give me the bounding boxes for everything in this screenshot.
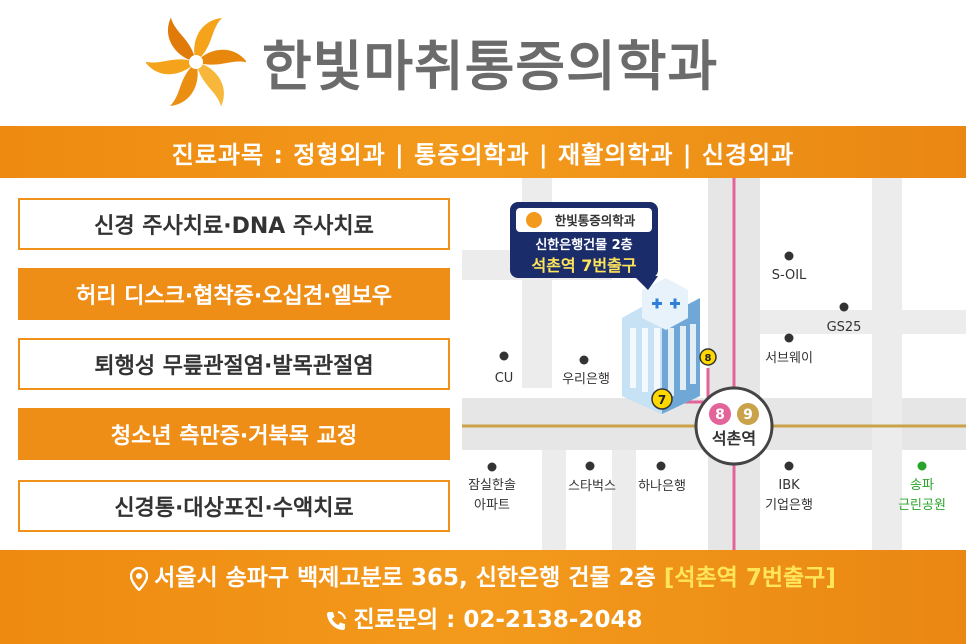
phone-icon xyxy=(326,610,346,630)
line-8-badge xyxy=(709,403,731,425)
poi-label: 하나은행 xyxy=(638,478,686,494)
header: 한빛마취통증의학과 xyxy=(0,0,966,126)
poi-label: CU xyxy=(495,371,514,386)
address-highlight: [석촌역 7번출구] xyxy=(663,565,836,591)
exit-7-badge xyxy=(651,388,673,410)
pinwheel-logo-icon xyxy=(146,17,246,107)
poi-label-park: 근린공원 xyxy=(898,498,946,513)
treatment-item: 허리 디스크·협착증·오십견·엘보우 xyxy=(18,268,450,320)
treatment-item: 청소년 측만증·거북목 교정 xyxy=(18,408,450,460)
treatment-item: 퇴행성 무릎관절염·발목관절염 xyxy=(18,338,450,390)
poi-label: S-OIL xyxy=(772,268,807,283)
side-road xyxy=(542,450,566,550)
pinwheel-logo-icon xyxy=(526,212,542,228)
poi-label: 스타벅스 xyxy=(568,479,616,494)
poi-label: 기업은행 xyxy=(765,497,813,513)
line-9-badge xyxy=(737,403,759,425)
station-name: 석촌역 xyxy=(712,429,756,448)
building-text: 신한은행건물 2층 xyxy=(535,237,632,253)
treatment-item: 신경 주사치료·DNA 주사치료 xyxy=(18,198,450,250)
poi-label: 잠실한솔 xyxy=(468,478,516,493)
brand-name: 한빛마취통증의학과 xyxy=(262,35,719,98)
content-area: 신경 주사치료·DNA 주사치료 허리 디스크·협착증·오십견·엘보우 퇴행성 … xyxy=(0,178,966,550)
side-road xyxy=(612,450,636,550)
poi-label-park: 송파 xyxy=(910,478,934,493)
departments-text: 진료과목 : 정형외과 | 통증의학과 | 재활의학과 | 신경외과 xyxy=(171,140,795,169)
map-pin-icon xyxy=(130,566,149,591)
location-map: 한빛통증의학과 신한은행건물 2층 석촌역 7번출구 7 8 8 9 석촌역 S… xyxy=(462,178,966,550)
side-road xyxy=(872,178,902,550)
exit-8-badge xyxy=(699,348,717,366)
exit-7-label: 7 xyxy=(658,393,666,407)
departments-bar: 진료과목 : 정형외과 | 통증의학과 | 재활의학과 | 신경외과 xyxy=(0,126,966,178)
poi-label: IBK xyxy=(778,478,800,493)
poi-label: 서브웨이 xyxy=(765,351,813,366)
exit-8-label: 8 xyxy=(705,353,712,364)
exit-text: 석촌역 7번출구 xyxy=(531,256,636,275)
clinic-sign-text: 한빛통증의학과 xyxy=(555,213,636,228)
line-9-label: 9 xyxy=(743,407,753,423)
address-text: 서울시 송파구 백제고분로 365, 신한은행 건물 2층 xyxy=(154,565,664,591)
poi-label: 아파트 xyxy=(474,498,510,513)
hospital-building-icon xyxy=(622,278,700,414)
clinic-callout: 한빛통증의학과 신한은행건물 2층 석촌역 7번출구 xyxy=(510,202,658,290)
phone-contact: 진료문의 : 02-2138-2048 xyxy=(0,600,966,634)
footer: 서울시 송파구 백제고분로 365, 신한은행 건물 2층 [석촌역 7번출구]… xyxy=(0,550,966,644)
poi-label: 우리은행 xyxy=(562,371,610,387)
poi-label: GS25 xyxy=(827,320,862,335)
side-road xyxy=(760,310,966,334)
station-marker xyxy=(694,386,774,466)
phone-text: 진료문의 : 02-2138-2048 xyxy=(353,607,643,633)
line-8-label: 8 xyxy=(715,407,725,423)
address: 서울시 송파구 백제고분로 365, 신한은행 건물 2층 [석촌역 7번출구] xyxy=(0,558,966,592)
treatment-item: 신경통·대상포진·수액치료 xyxy=(18,480,450,532)
